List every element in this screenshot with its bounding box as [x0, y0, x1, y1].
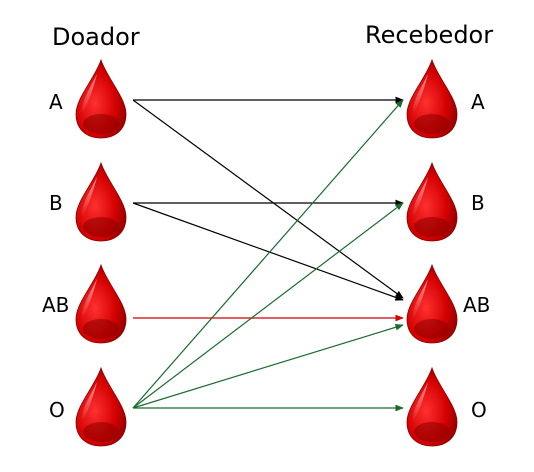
arrow-o-to-a	[132, 99, 404, 409]
recipient-drop-o	[406, 366, 458, 447]
recipient-label-b: B	[471, 191, 485, 215]
recipient-label-ab: AB	[463, 293, 490, 317]
recipient-drop-b	[406, 161, 458, 242]
donor-header: Doador	[52, 23, 140, 51]
compatibility-arrows	[132, 96, 404, 412]
donor-drop-a	[75, 58, 127, 139]
donor-label-ab: AB	[42, 293, 69, 317]
recipient-column: A B AB O	[463, 90, 490, 422]
recipient-header: Recebedor	[365, 21, 493, 49]
arrow-b-to-ab	[132, 202, 404, 301]
recipient-drop-a	[406, 58, 458, 139]
blood-drops	[75, 58, 458, 447]
donor-label-b: B	[49, 191, 63, 215]
donor-drop-ab	[75, 263, 127, 344]
recipient-label-a: A	[471, 90, 485, 114]
donor-drop-o	[75, 366, 127, 447]
recipient-label-o: O	[471, 398, 487, 422]
donor-label-o: O	[49, 398, 65, 422]
donor-column: A B AB O	[42, 90, 69, 422]
arrow-o-to-ab	[132, 324, 404, 409]
arrow-o-to-b	[132, 202, 404, 409]
recipient-drop-ab	[406, 263, 458, 344]
arrow-a-to-ab	[132, 99, 404, 299]
donor-label-a: A	[49, 90, 63, 114]
donor-drop-b	[75, 161, 127, 242]
